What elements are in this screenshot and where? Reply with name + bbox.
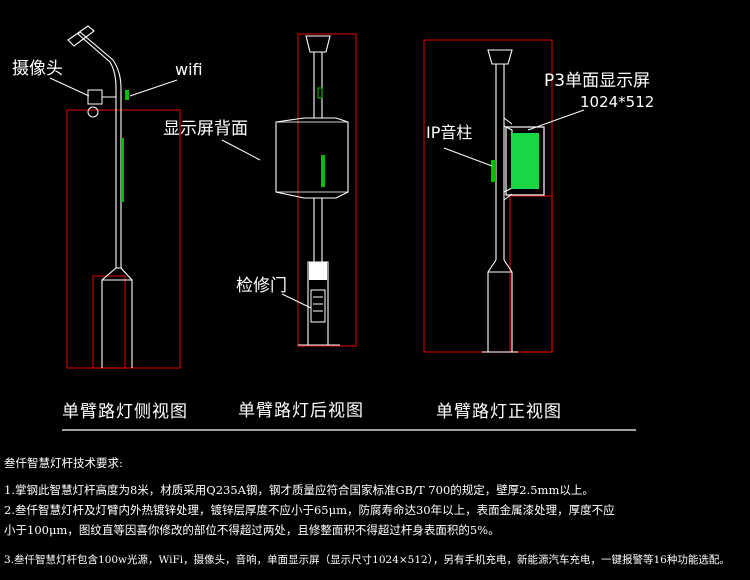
front-base-frame <box>509 195 553 353</box>
wifi-leader <box>129 79 178 97</box>
camera-icon <box>87 89 116 118</box>
ip-speaker-label: IP音柱 <box>426 123 472 142</box>
maintenance-door-label: 检修门 <box>236 276 287 296</box>
front-view-title: 单臂路灯正视图 <box>436 402 562 422</box>
side-base-frame <box>92 275 126 369</box>
side-green-strip <box>121 138 124 202</box>
screen-leader <box>527 109 585 131</box>
front-screen-frame <box>505 126 545 196</box>
camera-leader <box>49 77 90 97</box>
ip-speaker-icon <box>491 160 496 182</box>
door-leader <box>281 293 312 309</box>
camera-label: 摄像头 <box>12 59 63 79</box>
rear-wifi-module <box>317 87 323 99</box>
maintenance-door-icon <box>310 289 326 323</box>
spec-line-3: 3.叁仟智慧灯杆包含100w光源，WiFi，摄像头，音响，单面显示屏（显示尺寸1… <box>4 554 730 566</box>
rear-screen-back <box>275 117 349 199</box>
rear-view: 检修门 <box>236 33 357 347</box>
front-lamp-head <box>487 49 513 65</box>
p3-screen-label: P3单面显示屏 <box>544 71 650 91</box>
front-view: IP音柱 P3单面显示屏 1024*512 <box>423 39 654 353</box>
spec-line-1: 1.掌钢此智慧灯杆高度为8米，材质采用Q235A钢，钢才质量应符合国家标准GB/… <box>4 483 594 497</box>
rear-green-strip <box>321 155 325 187</box>
front-pole-base <box>487 259 513 352</box>
resolution-label: 1024*512 <box>580 93 654 111</box>
side-view: 摄像头 wifi 显示屏背面 <box>12 25 261 369</box>
rear-view-frame <box>297 33 357 347</box>
side-lamp-head <box>67 25 95 47</box>
rear-base-collar <box>309 262 327 280</box>
side-pole-base <box>101 267 133 368</box>
side-pole <box>77 31 122 269</box>
side-view-title: 单臂路灯侧视图 <box>62 402 188 422</box>
rear-lamp-head <box>305 35 331 53</box>
ip-speaker-leader <box>443 147 493 167</box>
screen-back-label: 显示屏背面 <box>163 119 248 139</box>
side-wifi-module <box>125 90 129 100</box>
spec-line-2a: 2.叁仟智慧灯杆及灯臂内外热镀锌处理，镀锌层厚度不应小于65μm，防腐寿命达30… <box>4 503 615 517</box>
p3-screen-panel <box>511 133 539 189</box>
spec-line-2b: 小于100μm，图纹直等因喜你修改的部位不得超过两处，且修整面积不得超过杆身表面… <box>4 523 500 537</box>
rear-view-title: 单臂路灯后视图 <box>238 401 364 421</box>
spec-heading: 叁仟智慧灯杆技术要求: <box>4 456 123 470</box>
screen-back-leader <box>221 139 261 161</box>
wifi-label: wifi <box>175 60 203 79</box>
